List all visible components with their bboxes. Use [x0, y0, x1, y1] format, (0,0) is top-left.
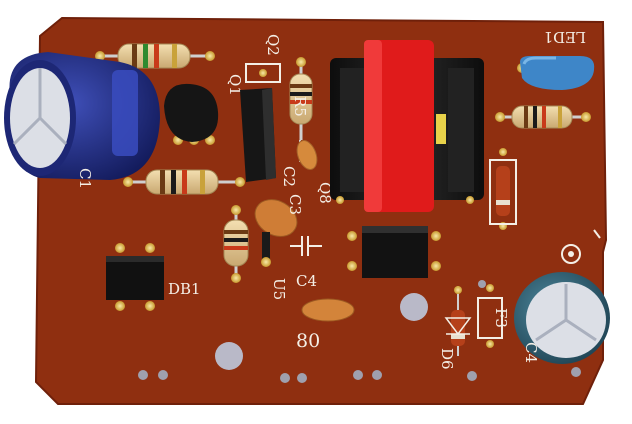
label-f3: F3	[492, 308, 510, 328]
label-c3: C3	[286, 194, 304, 215]
resistor-top	[95, 43, 215, 69]
electrolytic-capacitor-small: C4	[514, 272, 610, 364]
resistor-r5: R5	[289, 57, 313, 140]
ceramic-capacitor-c2: C2	[280, 140, 318, 187]
led1: LED1	[517, 28, 595, 90]
bottom-vias	[138, 280, 581, 383]
u5-pin: U5	[261, 232, 288, 300]
bridge-rectifier-db1: DB1	[106, 243, 201, 311]
ceramic-capacitor-bottom: 80	[296, 298, 355, 352]
label-db1: DB1	[168, 280, 201, 298]
label-c2: C2	[280, 166, 298, 187]
diode-right	[489, 148, 517, 230]
label-q2: Q2	[264, 34, 282, 56]
label-big-cap: C1	[76, 168, 94, 189]
label-r5: R5	[291, 96, 309, 117]
mounting-holes	[215, 244, 581, 370]
label-q8: Q8	[316, 182, 334, 204]
transformer	[330, 40, 484, 212]
resistor-middle	[123, 169, 245, 195]
label-c4-middle: C4	[296, 272, 317, 290]
transistor-q2: Q2	[240, 34, 282, 182]
fuse-f3: F3	[477, 284, 510, 348]
transistor-q1: Q1	[164, 74, 244, 145]
label-d6: D6	[438, 348, 456, 370]
diode-d6: D6	[438, 286, 472, 370]
label-q1: Q1	[226, 74, 244, 96]
resistor-vertical-left	[223, 205, 249, 283]
capacitor-c4-symbol	[290, 236, 322, 256]
electrolytic-capacitor-large: C1	[4, 52, 160, 189]
label-80: 80	[296, 330, 320, 352]
minus-mark	[593, 229, 601, 239]
resistor-right	[495, 105, 591, 129]
optocoupler	[347, 226, 441, 278]
label-u5: U5	[270, 278, 288, 300]
label-led1: LED1	[544, 28, 586, 46]
label-c4-right: C4	[522, 342, 540, 363]
